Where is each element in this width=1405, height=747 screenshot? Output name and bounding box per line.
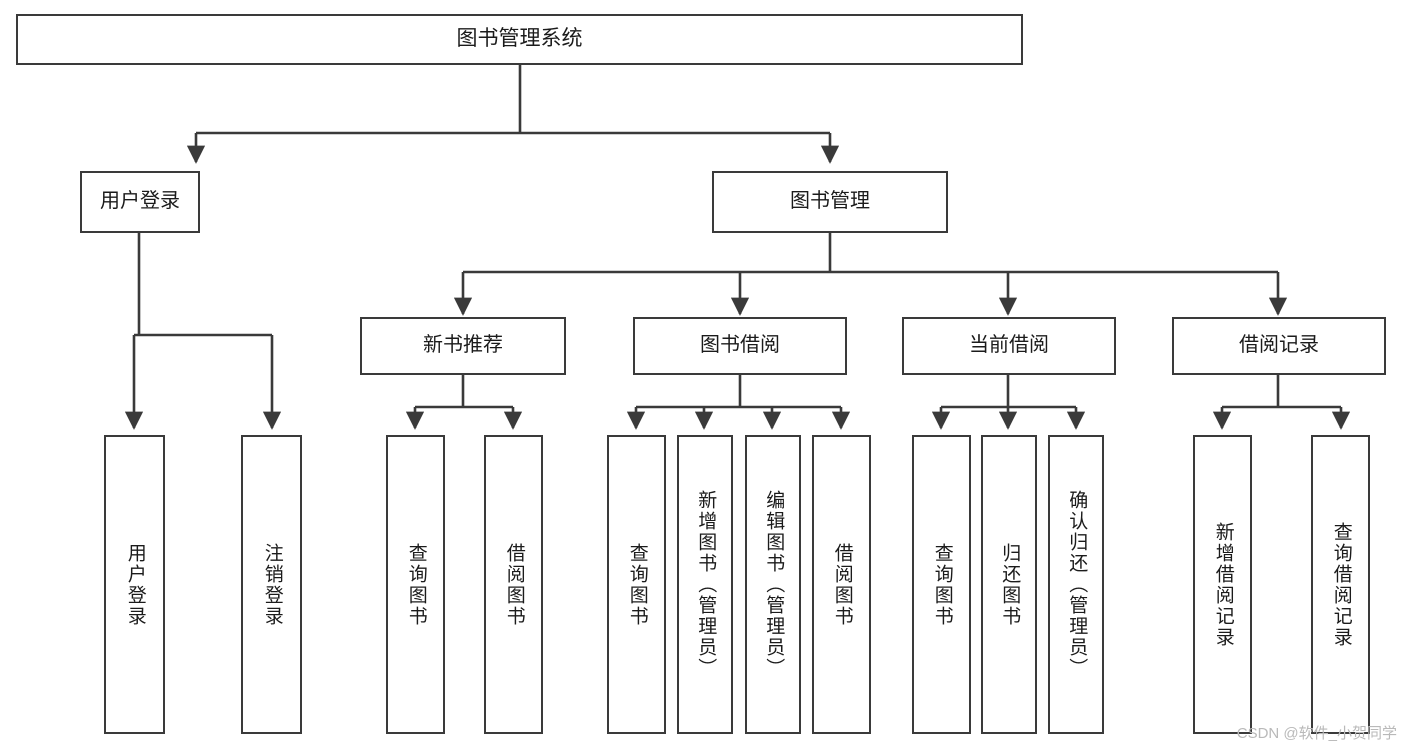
leaf-query-borrow-record-label: 查询借阅记录 xyxy=(1330,521,1352,648)
leaf-logout[interactable]: 注销登录 xyxy=(241,435,302,734)
leaf-confirm-return-admin-label: 确认归还（管理员） xyxy=(1066,490,1088,679)
leaf-user-login-label: 用户登录 xyxy=(124,542,146,627)
leaf-recommend-query-book[interactable]: 查询图书 xyxy=(386,435,445,734)
node-book-management[interactable]: 图书管理 xyxy=(712,171,948,233)
node-current-borrow[interactable]: 当前借阅 xyxy=(902,317,1116,375)
leaf-confirm-return-admin[interactable]: 确认归还（管理员） xyxy=(1048,435,1104,734)
leaf-current-query-book[interactable]: 查询图书 xyxy=(912,435,971,734)
node-current-borrow-label: 当前借阅 xyxy=(969,334,1049,357)
leaf-edit-book-admin[interactable]: 编辑图书（管理员） xyxy=(745,435,801,734)
leaf-add-book-admin[interactable]: 新增图书（管理员） xyxy=(677,435,733,734)
leaf-borrow-query-book-label: 查询图书 xyxy=(626,542,648,627)
leaf-add-borrow-record-label: 新增借阅记录 xyxy=(1212,521,1234,648)
leaf-borrow-book-label: 借阅图书 xyxy=(831,542,853,627)
node-user-login-label: 用户登录 xyxy=(100,190,180,213)
leaf-query-borrow-record[interactable]: 查询借阅记录 xyxy=(1311,435,1370,734)
leaf-return-book-label: 归还图书 xyxy=(999,542,1021,627)
node-book-borrow-label: 图书借阅 xyxy=(700,334,780,357)
node-borrow-record-label: 借阅记录 xyxy=(1239,334,1319,357)
leaf-recommend-borrow-book[interactable]: 借阅图书 xyxy=(484,435,543,734)
watermark: CSDN @软件_小贺同学 xyxy=(1236,725,1397,742)
leaf-borrow-book[interactable]: 借阅图书 xyxy=(812,435,871,734)
node-book-management-label: 图书管理 xyxy=(790,190,870,213)
leaf-borrow-query-book[interactable]: 查询图书 xyxy=(607,435,666,734)
node-new-book-recommend[interactable]: 新书推荐 xyxy=(360,317,566,375)
leaf-edit-book-admin-label: 编辑图书（管理员） xyxy=(763,490,785,679)
node-root[interactable]: 图书管理系统 xyxy=(16,14,1023,65)
node-root-label: 图书管理系统 xyxy=(456,27,583,51)
leaf-recommend-query-book-label: 查询图书 xyxy=(405,542,427,627)
node-new-book-recommend-label: 新书推荐 xyxy=(423,334,503,357)
leaf-user-login[interactable]: 用户登录 xyxy=(104,435,165,734)
node-user-login[interactable]: 用户登录 xyxy=(80,171,200,233)
leaf-add-borrow-record[interactable]: 新增借阅记录 xyxy=(1193,435,1252,734)
leaf-recommend-borrow-book-label: 借阅图书 xyxy=(503,542,525,627)
node-book-borrow[interactable]: 图书借阅 xyxy=(633,317,847,375)
leaf-logout-label: 注销登录 xyxy=(261,542,283,627)
leaf-current-query-book-label: 查询图书 xyxy=(931,542,953,627)
node-borrow-record[interactable]: 借阅记录 xyxy=(1172,317,1386,375)
leaf-add-book-admin-label: 新增图书（管理员） xyxy=(695,490,717,679)
leaf-return-book[interactable]: 归还图书 xyxy=(981,435,1037,734)
